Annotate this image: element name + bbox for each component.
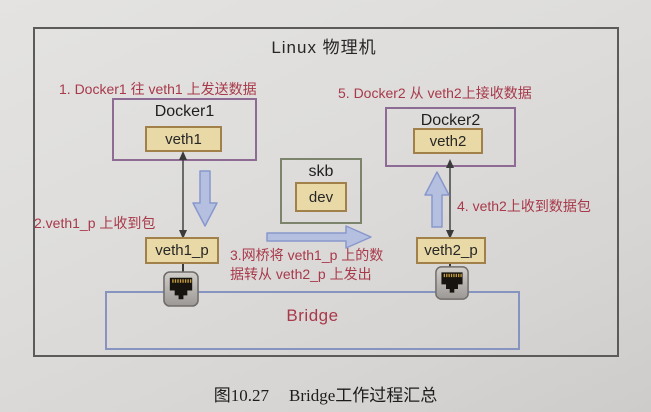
ethernet-port-icon	[435, 266, 469, 300]
skb-node: skb dev	[280, 158, 362, 224]
bridge-node: Bridge	[105, 291, 520, 350]
step-3-line1: 3.网桥将 veth1_p 上的数	[230, 247, 384, 263]
ethernet-port-icon	[163, 271, 199, 307]
step-3-label: 3.网桥将 veth1_p 上的数 据转从 veth2_p 上发出	[230, 246, 383, 284]
flow-up-arrow-icon	[424, 171, 450, 228]
dev-node: dev	[295, 182, 347, 212]
docker1-container-node: Docker1 veth1	[112, 98, 257, 161]
veth2p-port-connector	[449, 263, 451, 269]
figure-caption: 图10.27 Bridge工作过程汇总	[0, 381, 651, 406]
step-1-label: 1. Docker1 往 veth1 上发送数据	[59, 81, 257, 97]
veth1p-node: veth1_p	[145, 237, 219, 264]
skb-label: skb	[308, 163, 334, 180]
veth1-veth1p-double-arrow-icon	[179, 151, 187, 239]
step-4-label: 4. veth2上收到数据包	[457, 198, 591, 214]
docker2-container-node: Docker2 veth2	[385, 107, 516, 167]
figure-number: 图10.27	[213, 386, 269, 405]
veth2-veth2p-double-arrow-icon	[446, 159, 454, 239]
step-3-line2: 据转从 veth2_p 上发出	[230, 266, 372, 282]
bridge-label: Bridge	[286, 306, 339, 325]
step-2-label: 2.veth1_p 上收到包	[34, 215, 156, 231]
docker2-label: Docker2	[420, 112, 481, 129]
veth1p-port-connector	[182, 263, 184, 273]
flow-right-arrow-icon	[266, 225, 372, 249]
diagram-title: Linux 物理机	[271, 38, 377, 57]
veth2-node: veth2	[413, 128, 483, 154]
step-5-label: 5. Docker2 从 veth2上接收数据	[338, 85, 532, 101]
flow-down-arrow-icon	[192, 170, 218, 227]
docker1-label: Docker1	[154, 103, 215, 120]
linux-host-boundary	[33, 27, 619, 357]
veth2p-node: veth2_p	[416, 237, 486, 264]
veth1-node: veth1	[145, 126, 222, 152]
figure-caption-text: Bridge工作过程汇总	[288, 386, 438, 405]
